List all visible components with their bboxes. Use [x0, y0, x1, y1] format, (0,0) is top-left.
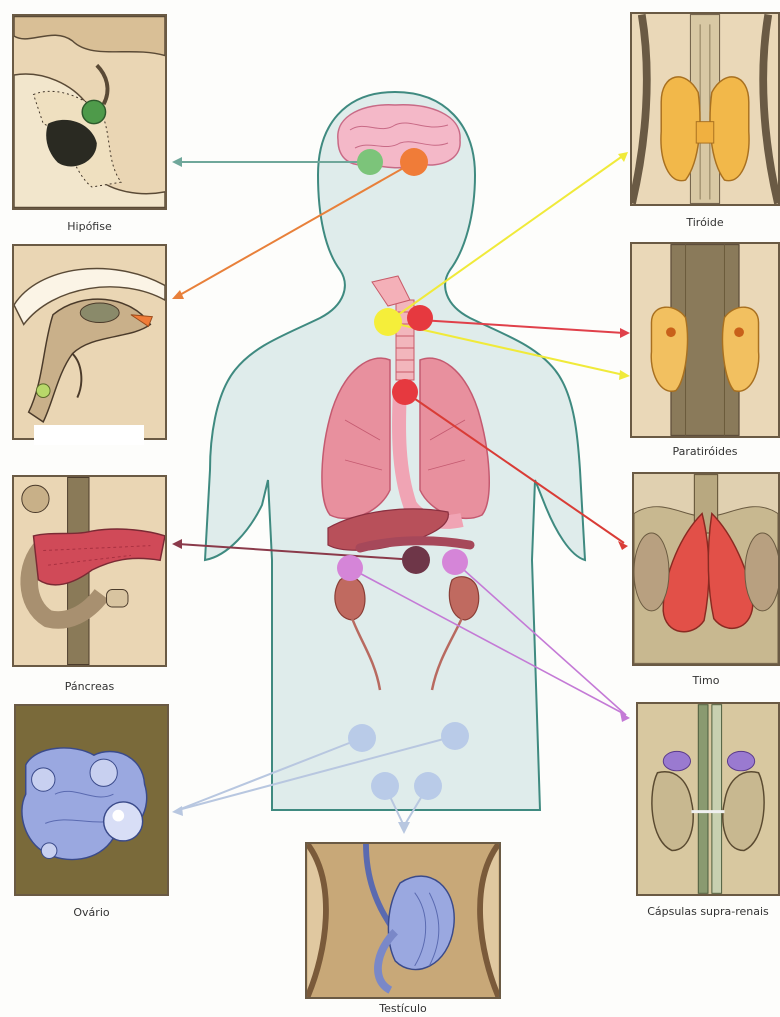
caption-testiculo: Testículo — [305, 1002, 501, 1015]
caption-tiroide: Tiróide — [630, 216, 780, 229]
testiculo-illustration — [307, 844, 499, 997]
caption-ovario: Ovário — [14, 906, 169, 919]
tiroide-illustration — [632, 14, 778, 204]
panel-tiroide — [630, 12, 780, 206]
caption-hipofise: Hipófise — [12, 220, 167, 233]
paratiroides-illustration — [632, 244, 778, 436]
dot-pancreas — [402, 546, 430, 574]
dot-tiroide — [374, 308, 402, 336]
dot-timo — [392, 379, 418, 405]
dot-paratiroide — [407, 305, 433, 331]
panel-hypothalamus — [12, 244, 167, 440]
caption-timo: Timo — [632, 674, 780, 687]
dot-ovario-left — [348, 724, 376, 752]
dot-suprarrenal-left — [337, 555, 363, 581]
panel-timo — [632, 472, 780, 666]
dot-hipofise — [357, 149, 383, 175]
panel-testiculo — [305, 842, 501, 999]
brain — [338, 105, 460, 168]
dot-hypothalamus — [400, 148, 428, 176]
dot-suprarrenal-right — [442, 549, 468, 575]
dot-ovario-right — [441, 722, 469, 750]
blank-label-box — [34, 425, 144, 445]
brain-section-illustration — [14, 246, 165, 438]
panel-ovario — [14, 704, 169, 896]
ovario-illustration — [16, 706, 167, 894]
timo-illustration — [634, 474, 778, 664]
capsulas-illustration — [638, 704, 778, 894]
dot-testiculo-left — [371, 772, 399, 800]
dot-testiculo-right — [414, 772, 442, 800]
panel-paratiroides — [630, 242, 780, 438]
hipofise-illustration — [14, 16, 165, 208]
caption-paratiroides: Paratiróides — [630, 445, 780, 458]
panel-hipofise — [12, 14, 167, 210]
caption-capsulas: Cápsulas supra-renais — [636, 905, 780, 918]
left-kidney — [335, 577, 365, 620]
right-kidney — [449, 577, 478, 620]
panel-pancreas — [12, 475, 167, 667]
panel-capsulas — [636, 702, 780, 896]
pancreas-illustration — [14, 477, 165, 665]
caption-pancreas: Páncreas — [12, 680, 167, 693]
